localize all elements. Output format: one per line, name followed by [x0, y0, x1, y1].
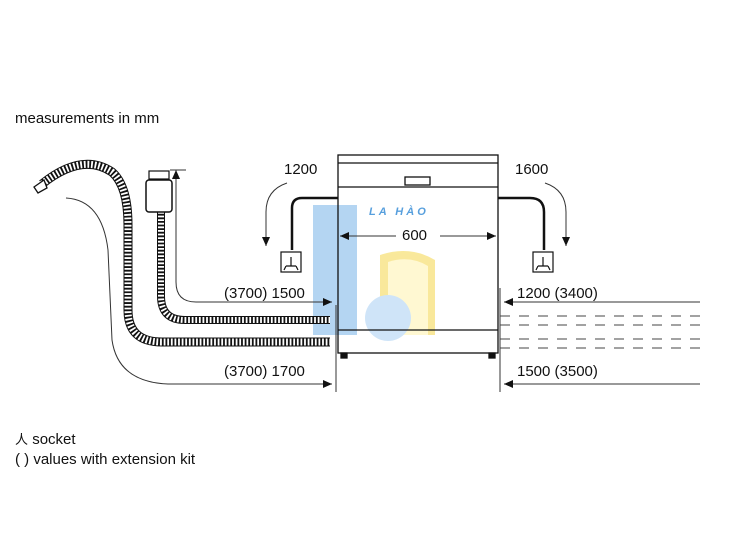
cord-length-left-label: 1200: [284, 161, 318, 178]
cord-reach-arrows: [262, 182, 570, 246]
socket-icon: ⼈: [15, 432, 29, 447]
hose-length-arrows: [65, 169, 700, 388]
inlet-hose-length-right-label: 1200 (3400): [517, 285, 598, 302]
cord-length-right-label: 1600: [515, 161, 549, 178]
watermark-text: LA HÀO: [369, 206, 429, 218]
dishwasher-outline: [337, 154, 499, 359]
extension-lines: [335, 288, 501, 392]
drain-hose-length-left-label: (3700) 1700: [224, 363, 305, 380]
hose-continuation-right: [500, 315, 700, 349]
legend-socket-label: socket: [32, 431, 76, 448]
socket-symbols: [280, 251, 554, 273]
legend: ⼈ socket ( ) values with extension kit: [15, 431, 196, 468]
legend-extension-label: ( ) values with extension kit: [15, 451, 196, 468]
appliance-width-label: 600: [402, 227, 428, 244]
water-inlet-hose: [145, 170, 330, 324]
inlet-hose-length-left-label: (3700) 1500: [224, 285, 305, 302]
measurement-units-note: measurements in mm: [15, 110, 160, 127]
drain-hose: [33, 159, 330, 347]
legend-socket-row: ⼈ socket: [15, 431, 195, 449]
power-cords: [290, 196, 546, 250]
drain-hose-length-right-label: 1500 (3500): [517, 363, 598, 380]
watermark-logo: [313, 205, 435, 341]
